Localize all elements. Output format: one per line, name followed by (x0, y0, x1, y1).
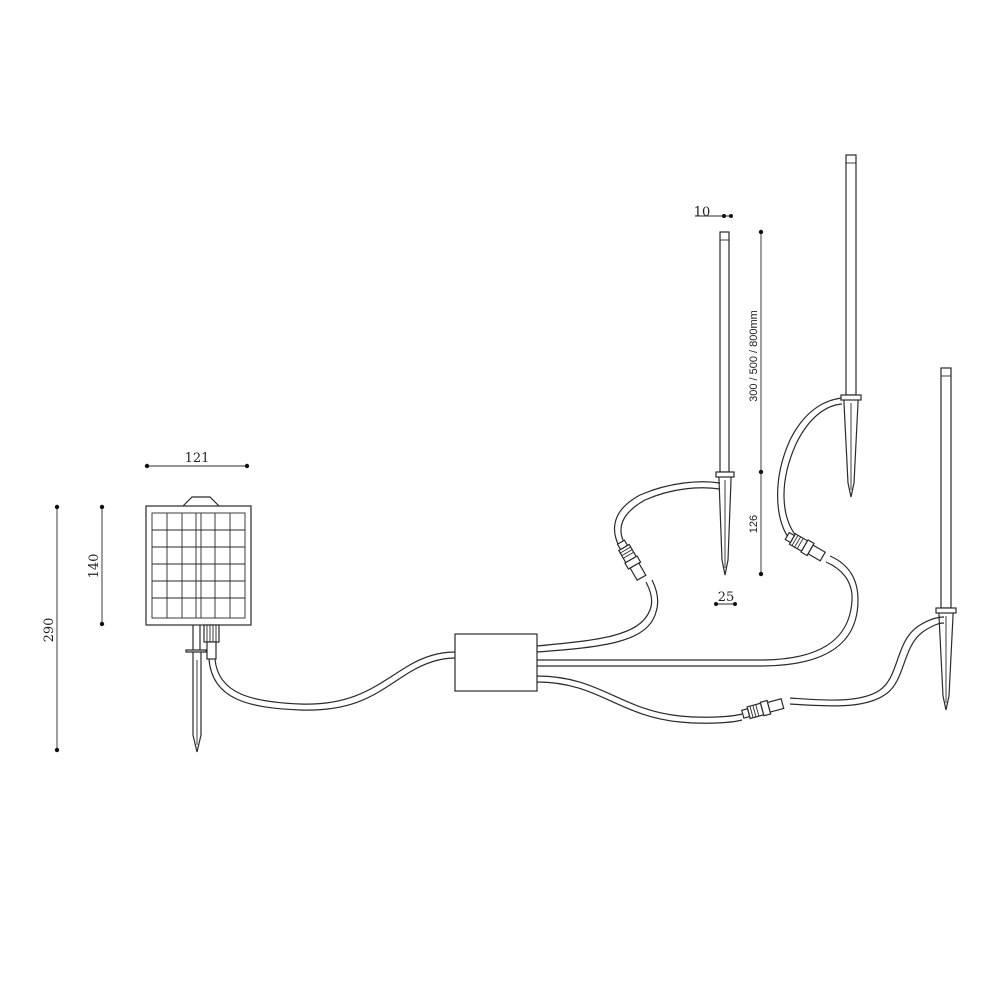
total-height-label: 290 (42, 618, 57, 643)
panel-width-label: 121 (185, 451, 210, 466)
panel-cable-connector (203, 624, 220, 660)
dimension-panel-height: 140 (87, 504, 105, 627)
dimension-total-height: 290 (42, 504, 60, 753)
dimension-rod-diameter: 10 (694, 205, 733, 220)
panel-height-label: 140 (87, 554, 102, 579)
spike-length-label: 126 (748, 515, 760, 533)
dimension-panel-width: 121 (144, 451, 250, 469)
light-stake-1 (715, 231, 735, 576)
rod-length-label: 300 / 500 / 800mm (748, 310, 760, 402)
solar-panel (145, 496, 252, 626)
cable-to-light-2 (537, 397, 859, 667)
cable-to-light-3 (536, 616, 945, 724)
cable-panel-to-splitter (208, 651, 456, 711)
spike-width-label: 25 (718, 590, 735, 605)
panel-inner-frame (151, 512, 246, 619)
dimension-spike-length: 126 (748, 472, 764, 577)
panel-ground-stake (185, 625, 207, 753)
panel-frame (145, 505, 252, 626)
panel-hanger (181, 496, 221, 508)
light-1-cable-connector (616, 539, 647, 582)
cable-to-light-1 (536, 481, 721, 653)
splitter-box (454, 633, 538, 692)
light-2-cable-connector (784, 531, 827, 562)
dimension-rod-length: 300 / 500 / 800mm (748, 229, 764, 475)
light-3-cable-connector (741, 698, 785, 720)
light-stake-3 (935, 367, 957, 711)
dimension-spike-width: 25 (714, 590, 737, 606)
light-stake-2 (840, 154, 862, 498)
panel-cells (152, 513, 245, 618)
rod-diameter-label: 10 (694, 205, 711, 220)
